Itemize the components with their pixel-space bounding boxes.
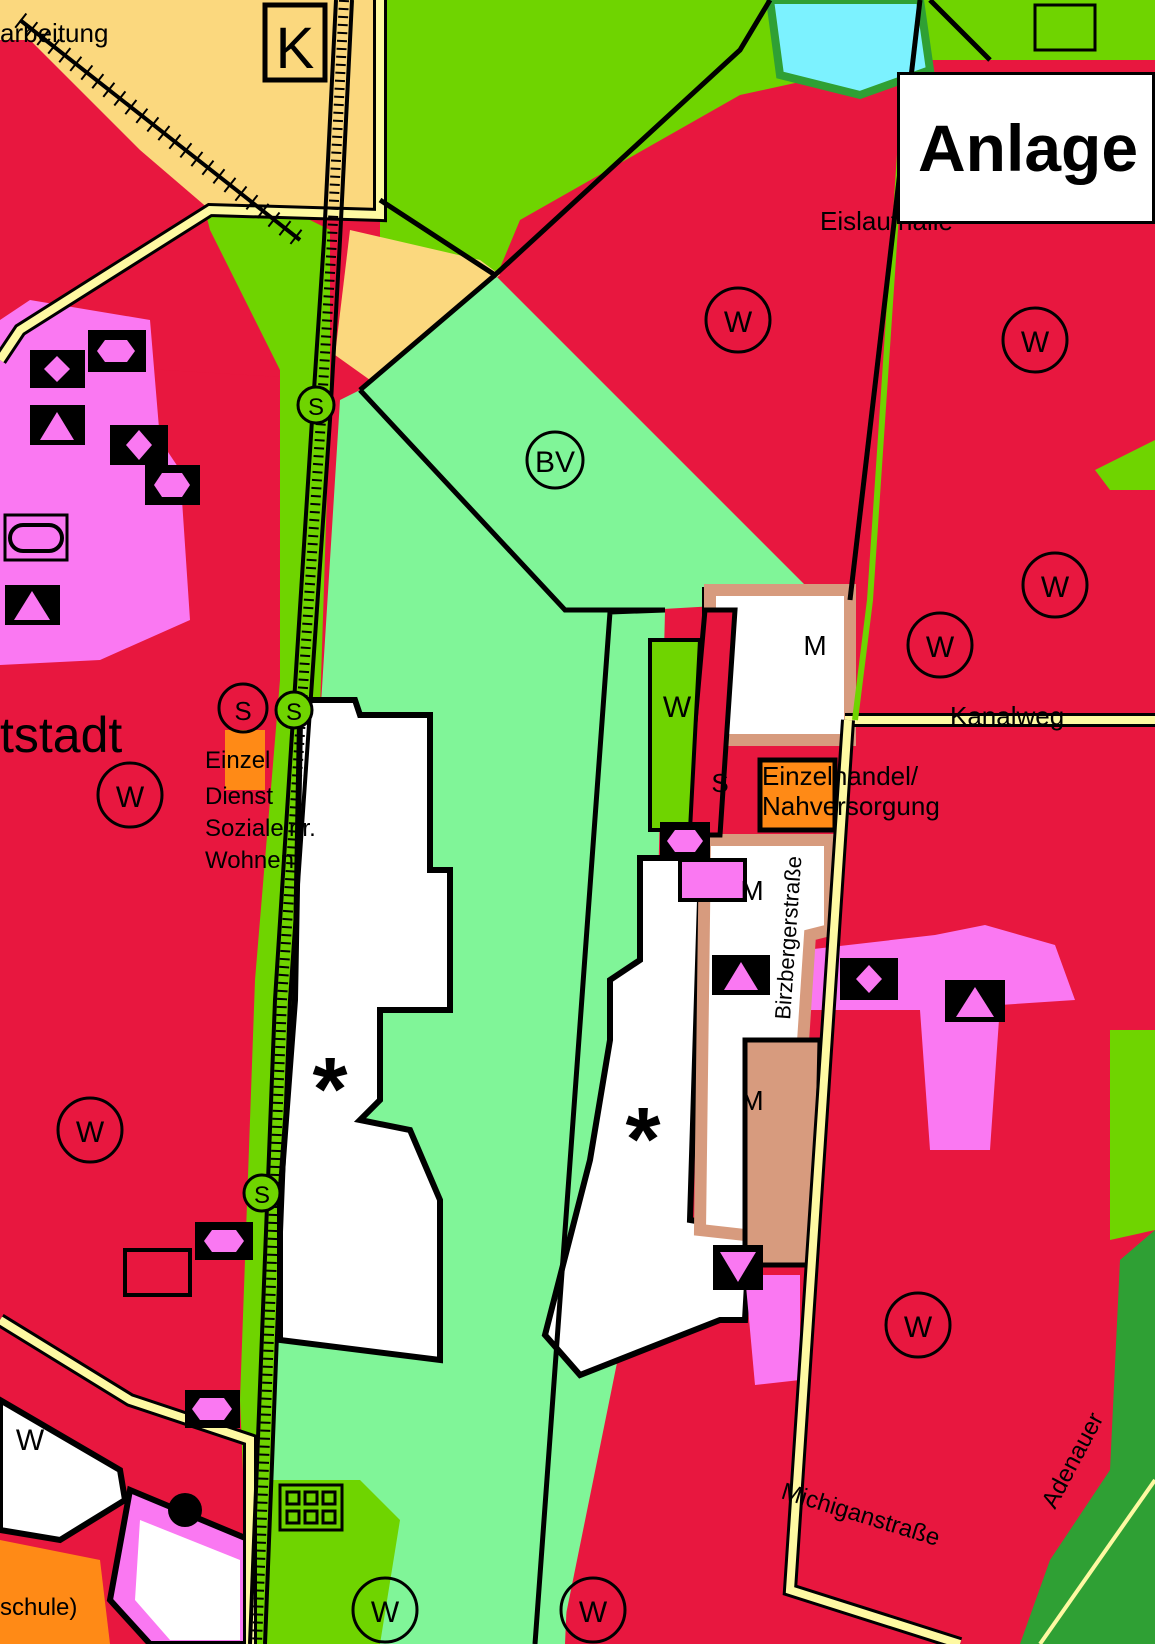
orange-block-bottom-left <box>0 1540 110 1644</box>
w-label: W <box>1041 571 1070 604</box>
anlage-badge-text: Anlage <box>918 111 1139 185</box>
hexagon-icon <box>204 1230 244 1252</box>
s-label: S <box>254 1182 270 1209</box>
triangle-icon <box>724 962 758 990</box>
w-label: W <box>904 1311 933 1344</box>
hexagon-icon <box>192 1398 232 1420</box>
oval-icon <box>8 523 64 553</box>
m-label: M <box>803 630 826 661</box>
white-area-bottom-left <box>0 1396 129 1544</box>
k-symbol-box <box>262 2 328 83</box>
w-label: W <box>1021 326 1050 359</box>
bv-marker <box>525 430 585 490</box>
w-markers: W W W W W W W W W W W <box>16 286 1089 1644</box>
w-label: W <box>16 1424 45 1457</box>
green-strip-right <box>1110 1030 1155 1240</box>
triangle-icon <box>40 412 74 440</box>
diamond-icon <box>126 430 152 460</box>
facility-icons <box>3 3 1097 1532</box>
label-left-block-3: Sozialeinr. <box>205 815 316 842</box>
green-wedge-right <box>1095 440 1155 490</box>
m-label: M <box>740 875 763 906</box>
pink-area-left <box>0 300 190 665</box>
label-schule: schule) <box>0 1594 77 1621</box>
white-area-bottom-left-2 <box>135 1520 240 1640</box>
k-symbol-label: K <box>276 16 315 81</box>
label-kanalweg: Kanalweg <box>950 701 1064 731</box>
bus-stop-icon <box>168 1493 202 1527</box>
w-label: W <box>76 1116 105 1149</box>
w-label: W <box>371 1596 400 1629</box>
anlage-badge: Anlage <box>897 72 1155 224</box>
yellow-area-mid <box>335 230 500 380</box>
triangle-icon <box>14 591 50 620</box>
w-label: W <box>116 781 145 814</box>
green-area-top <box>380 0 1155 280</box>
m-label: M <box>740 1085 763 1116</box>
w-label: W <box>724 306 753 339</box>
label-top-left: arbeitung <box>0 18 108 48</box>
diamond-icon <box>856 965 882 993</box>
hexagon-icon <box>667 830 703 852</box>
s-label: S <box>286 699 302 726</box>
hexagon-icon <box>154 473 190 497</box>
w-label: W <box>579 1596 608 1629</box>
label-einzelhandel: Einzelhandel/ <box>762 761 919 791</box>
bv-label: BV <box>535 446 575 479</box>
label-left-block-1: Einzel <box>205 747 270 774</box>
s-markers: S S S S S <box>217 385 729 1213</box>
boundary-lines <box>358 0 992 1644</box>
orange-block-left <box>225 730 265 790</box>
w-label: W <box>926 631 955 664</box>
green-small-column <box>648 638 703 832</box>
water-area <box>765 0 935 100</box>
s-label: S <box>711 768 728 798</box>
asterisk-icon: * <box>312 1040 347 1140</box>
m-markers: M M M <box>740 630 826 1116</box>
label-left-block-4: Wohnen <box>205 847 294 874</box>
diamond-icon <box>44 356 70 382</box>
s-label: S <box>234 696 251 726</box>
triangle-icon <box>720 1252 756 1282</box>
label-nahversorgung: Nahversorgung <box>762 791 940 821</box>
w-label: W <box>663 691 692 724</box>
dark-green-area <box>1020 1230 1155 1644</box>
grid-icon <box>1033 3 1097 52</box>
hexagon-icon <box>97 340 135 362</box>
asterisk-icon: * <box>625 1090 660 1190</box>
pink-small-block-bottom <box>745 1275 800 1385</box>
s-label: S <box>308 394 324 421</box>
triangle-icon <box>956 987 994 1017</box>
label-district: tstadt <box>0 707 122 763</box>
label-left-block-2: Dienst <box>205 783 273 810</box>
pink-small-block <box>678 858 747 902</box>
